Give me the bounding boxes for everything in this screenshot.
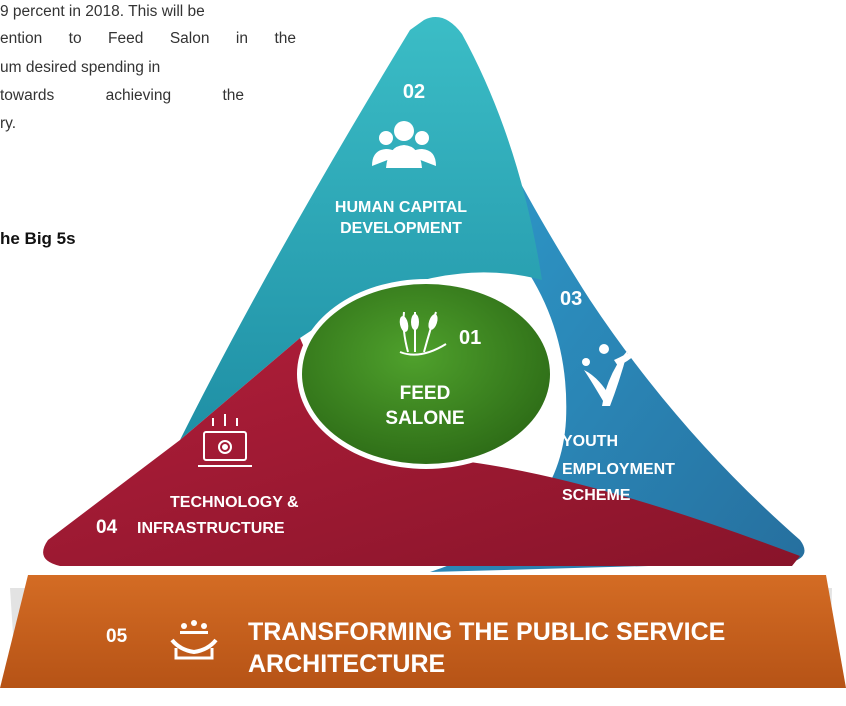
- segment-02-number: 02: [403, 81, 425, 103]
- segment-05-title-line-1: TRANSFORMING THE PUBLIC SERVICE: [248, 618, 725, 646]
- segment-01-feed-salone: 01 FEED SALONE: [297, 279, 555, 469]
- segment-04-label-line-1: TECHNOLOGY &: [170, 494, 299, 511]
- segment-03-number: 03: [560, 288, 582, 310]
- hands-people-icon: [170, 620, 218, 660]
- big5-heading: he Big 5s: [0, 229, 76, 248]
- segment-05-number: 05: [106, 626, 128, 647]
- segment-02-human-capital: [180, 17, 542, 440]
- segment-05-transforming-public-service: 05 TRANSFORMING THE PUBLIC SERVICE ARCHI…: [0, 575, 846, 688]
- segment-04-number: 04: [96, 517, 118, 538]
- segment-05-title-line-2: ARCHITECTURE: [248, 650, 445, 678]
- segment-01-label-line-2: SALONE: [385, 408, 464, 429]
- segment-04-label-line-2: INFRASTRUCTURE: [137, 520, 285, 537]
- segment-01-number: 01: [459, 327, 481, 349]
- paragraph-line: ention to Feed Salon in the: [0, 30, 296, 47]
- segment-03-label-line-3: SCHEME: [562, 487, 631, 504]
- teal-segment: [180, 17, 542, 440]
- segment-03-label-line-2: EMPLOYMENT: [562, 461, 675, 478]
- segment-03-label-line-1: YOUTH: [562, 433, 618, 450]
- people-group-icon: [372, 121, 436, 168]
- segment-02-label-line-1: HUMAN CAPITAL: [335, 199, 467, 216]
- orange-band: [0, 575, 846, 688]
- paragraph-line: 9 percent in 2018. This will be: [0, 3, 205, 20]
- wheat-icon: [399, 311, 447, 356]
- paragraph-line: um desired spending in: [0, 59, 161, 76]
- cheering-people-icon: [582, 337, 648, 406]
- paragraph-line: towards achieving the: [0, 87, 244, 104]
- computer-gear-icon: [198, 414, 252, 467]
- segment-02-label-line-2: DEVELOPMENT: [340, 220, 462, 237]
- segment-01-label-line-1: FEED: [400, 383, 451, 404]
- center-circle: [302, 284, 550, 464]
- paragraph-line: ry.: [0, 115, 17, 132]
